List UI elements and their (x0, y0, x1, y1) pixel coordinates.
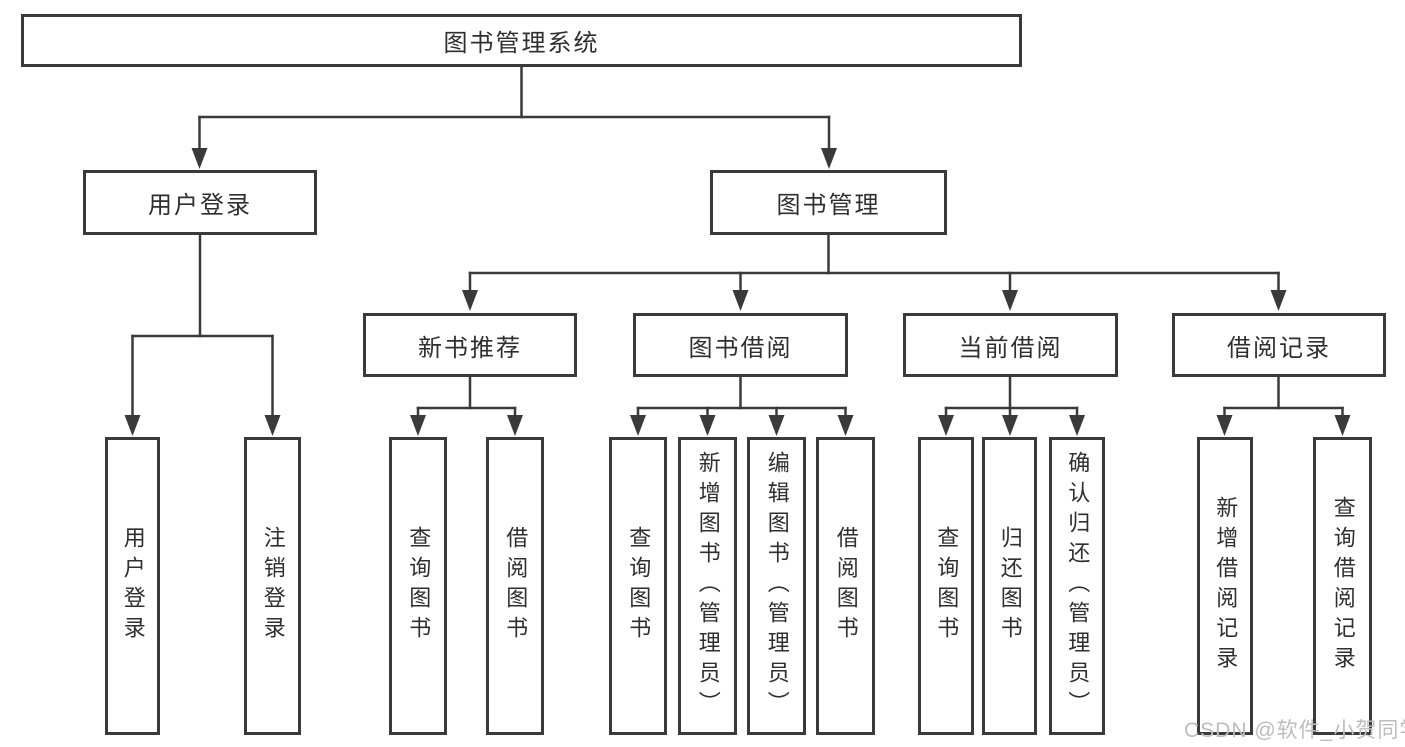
leaf-current-return-book: 归还图书 (982, 437, 1037, 735)
arrow-down-icon (768, 415, 785, 436)
connector-user-login-to-leaves (124, 233, 281, 436)
arrow-down-icon (699, 415, 716, 436)
leaf-label: 查询图书 (934, 526, 960, 646)
arrow-down-icon (732, 290, 749, 311)
connector-book-management-to-level3 (462, 233, 1287, 311)
leaf-label: 新增图书（管理员） (695, 451, 721, 721)
arrow-down-icon (1069, 415, 1085, 436)
leaf-label: 查询借阅记录 (1330, 496, 1356, 676)
node-book-borrow: 图书借阅 (633, 313, 848, 377)
leaf-label: 新增借阅记录 (1213, 496, 1239, 676)
arrow-down-icon (821, 148, 837, 169)
node-current-borrow: 当前借阅 (903, 313, 1118, 377)
arrow-down-icon (1002, 290, 1018, 311)
leaf-label: 查询图书 (406, 526, 432, 646)
leaf-records-query-record: 查询借阅记录 (1313, 437, 1372, 735)
csdn-watermark: CSDN @软件_小贺同学 (1184, 719, 1405, 742)
connector-borrow-to-leaves (630, 375, 854, 436)
leaf-label: 注销登录 (260, 526, 286, 646)
arrow-down-icon (264, 415, 281, 436)
connector-records-to-leaves (1216, 375, 1351, 436)
leaf-label: 借阅图书 (503, 526, 529, 646)
leaf-label: 用户登录 (120, 526, 146, 646)
node-book-management: 图书管理 (710, 170, 947, 235)
arrow-down-icon (837, 415, 854, 436)
leaf-label: 查询图书 (626, 526, 652, 646)
leaf-borrow-borrow-book: 借阅图书 (816, 437, 875, 735)
connector-root-to-level2 (191, 65, 837, 169)
leaf-borrow-query-book: 查询图书 (609, 437, 667, 735)
leaf-label: 归还图书 (997, 526, 1023, 646)
node-new-book-recommend: 新书推荐 (363, 313, 577, 377)
leaf-label: 确认归还（管理员） (1065, 451, 1091, 721)
arrow-down-icon (124, 415, 141, 436)
connector-current-to-leaves (938, 375, 1085, 436)
arrow-down-icon (191, 148, 208, 169)
arrow-down-icon (1270, 290, 1287, 311)
leaf-recommend-borrow-book: 借阅图书 (486, 437, 544, 735)
arrow-down-icon (1216, 415, 1233, 436)
leaf-current-confirm-return-admin: 确认归还（管理员） (1049, 437, 1105, 735)
leaf-records-add-record: 新增借阅记录 (1197, 437, 1253, 735)
leaf-label: 借阅图书 (833, 526, 859, 646)
leaf-borrow-add-book-admin: 新增图书（管理员） (678, 437, 737, 735)
leaf-logout: 注销登录 (244, 437, 301, 735)
leaf-user-login: 用户登录 (105, 437, 160, 735)
leaf-current-query-book: 查询图书 (918, 437, 974, 735)
connector-recommend-to-leaves (410, 375, 523, 436)
arrow-down-icon (1334, 415, 1351, 436)
arrow-down-icon (410, 415, 426, 436)
arrow-down-icon (630, 415, 646, 436)
arrow-down-icon (1002, 415, 1018, 436)
node-library-management-system: 图书管理系统 (21, 14, 1022, 67)
arrow-down-icon (507, 415, 523, 436)
arrow-down-icon (462, 290, 478, 311)
leaf-borrow-edit-book-admin: 编辑图书（管理员） (747, 437, 806, 735)
leaf-label: 编辑图书（管理员） (764, 451, 790, 721)
arrow-down-icon (938, 415, 954, 436)
leaf-recommend-query-book: 查询图书 (389, 437, 447, 735)
node-user-login: 用户登录 (83, 170, 317, 235)
node-borrow-records: 借阅记录 (1172, 313, 1386, 377)
